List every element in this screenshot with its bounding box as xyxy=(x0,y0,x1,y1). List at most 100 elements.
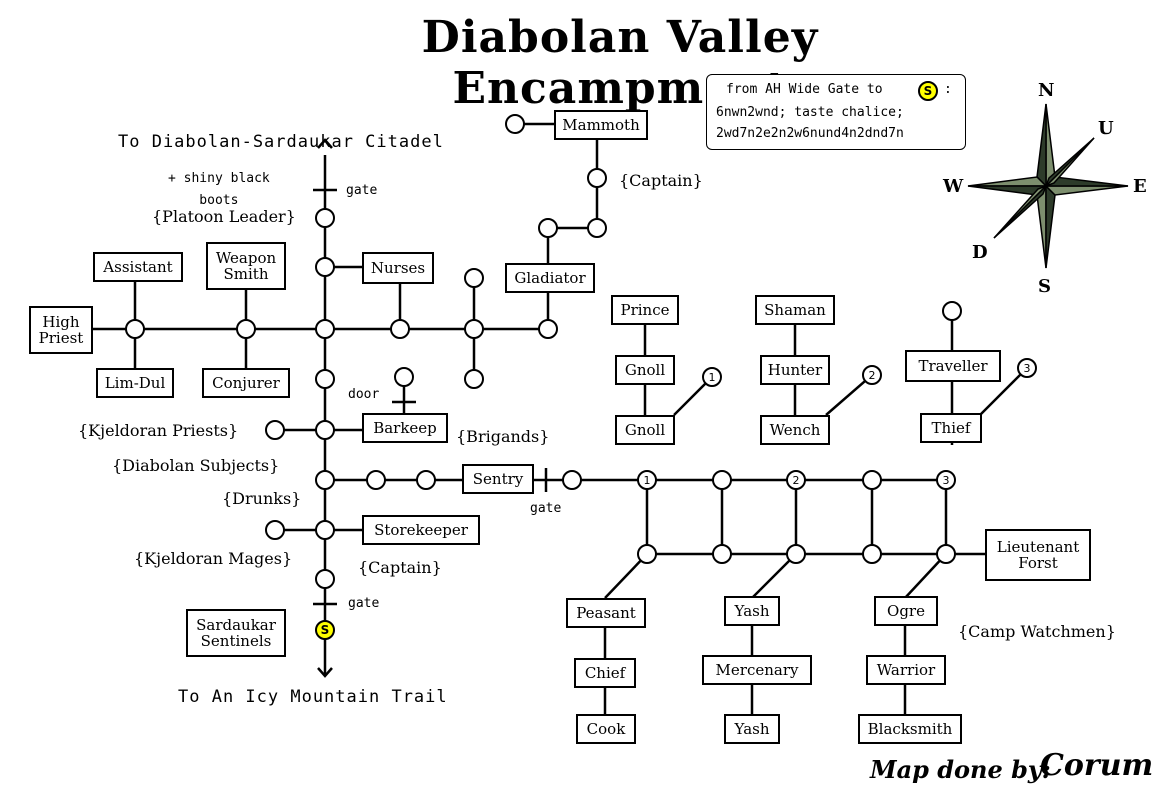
room-sardaukar-sentinels[interactable]: Sardaukar Sentinels xyxy=(186,609,286,657)
compass-north-label: N xyxy=(1038,80,1055,101)
node[interactable] xyxy=(315,319,335,339)
node[interactable] xyxy=(265,420,285,440)
room-yash-1[interactable]: Yash xyxy=(724,596,780,626)
compass-west-label: W xyxy=(943,176,964,197)
room-traveller[interactable]: Traveller xyxy=(905,350,1001,382)
room-cook[interactable]: Cook xyxy=(576,714,636,744)
room-ogre[interactable]: Ogre xyxy=(874,596,938,626)
node[interactable] xyxy=(942,301,962,321)
node[interactable] xyxy=(315,520,335,540)
node[interactable] xyxy=(315,569,335,589)
group-captain-top: {Captain} xyxy=(619,171,703,190)
room-sentry[interactable]: Sentry xyxy=(462,464,534,494)
node[interactable] xyxy=(416,470,436,490)
marker-2-corridor[interactable]: 2 xyxy=(786,470,806,490)
room-wench[interactable]: Wench xyxy=(760,415,830,445)
group-camp-watchmen: {Camp Watchmen} xyxy=(958,622,1116,641)
room-weapon-smith[interactable]: Weapon Smith xyxy=(206,242,286,290)
node[interactable] xyxy=(936,544,956,564)
marker-1-corridor[interactable]: 1 xyxy=(637,470,657,490)
node[interactable] xyxy=(394,367,414,387)
node[interactable] xyxy=(712,470,732,490)
room-lim-dul[interactable]: Lim-Dul xyxy=(96,368,174,398)
map-credit: Map done by: xyxy=(870,755,1051,784)
node[interactable] xyxy=(315,208,335,228)
room-lieutenant-forst[interactable]: Lieutenant Forst xyxy=(985,529,1091,581)
node[interactable] xyxy=(265,520,285,540)
node[interactable] xyxy=(464,319,484,339)
directions-start-marker: S xyxy=(918,81,938,101)
node[interactable] xyxy=(464,268,484,288)
note-gate-north: gate xyxy=(346,183,378,198)
node[interactable] xyxy=(315,470,335,490)
note-gate-south: gate xyxy=(348,596,380,611)
note-gate-east: gate xyxy=(530,501,562,516)
room-assistant[interactable]: Assistant xyxy=(93,252,183,282)
group-captain-bottom: {Captain} xyxy=(358,558,442,577)
marker-1-gnoll[interactable]: 1 xyxy=(702,367,722,387)
room-nurses[interactable]: Nurses xyxy=(362,252,434,284)
room-blacksmith[interactable]: Blacksmith xyxy=(858,714,962,744)
room-chief[interactable]: Chief xyxy=(574,658,636,688)
group-platoon-leader: {Platoon Leader} xyxy=(152,207,296,226)
node[interactable] xyxy=(538,319,558,339)
room-hunter[interactable]: Hunter xyxy=(760,355,830,385)
node[interactable] xyxy=(587,168,607,188)
room-peasant[interactable]: Peasant xyxy=(566,598,646,628)
node[interactable] xyxy=(315,420,335,440)
node[interactable] xyxy=(862,470,882,490)
node[interactable] xyxy=(315,257,335,277)
room-thief[interactable]: Thief xyxy=(920,413,982,443)
marker-2-wench[interactable]: 2 xyxy=(862,365,882,385)
directions-intro: from AH Wide Gate to xyxy=(726,82,883,97)
exit-north-label: To Diabolan-Sardaukar Citadel xyxy=(118,132,444,152)
directions-line-2: 2wd7n2e2n2w6nund4n2dnd7n xyxy=(716,126,904,141)
compass-down-label: D xyxy=(972,242,988,263)
node[interactable] xyxy=(786,544,806,564)
group-diabolan-subjects: {Diabolan Subjects} xyxy=(112,456,280,475)
room-mercenary[interactable]: Mercenary xyxy=(702,655,812,685)
node[interactable] xyxy=(366,470,386,490)
room-gnoll-1[interactable]: Gnoll xyxy=(615,355,675,385)
note-boots: + shiny black boots xyxy=(168,171,270,208)
room-high-priest[interactable]: High Priest xyxy=(29,306,93,354)
room-shaman[interactable]: Shaman xyxy=(755,295,835,325)
node[interactable] xyxy=(505,114,525,134)
group-kjeldoran-mages: {Kjeldoran Mages} xyxy=(134,549,293,568)
node[interactable] xyxy=(862,544,882,564)
group-drunks: {Drunks} xyxy=(222,489,302,508)
room-yash-2[interactable]: Yash xyxy=(724,714,780,744)
group-kjeldoran-priests: {Kjeldoran Priests} xyxy=(78,421,239,440)
node[interactable] xyxy=(712,544,732,564)
directions-line-1: 6nwn2wnd; taste chalice; xyxy=(716,105,904,120)
directions-colon: : xyxy=(944,82,952,97)
node[interactable] xyxy=(538,218,558,238)
node[interactable] xyxy=(390,319,410,339)
group-brigands: {Brigands} xyxy=(456,427,550,446)
start-marker[interactable]: S xyxy=(315,620,335,640)
room-prince[interactable]: Prince xyxy=(611,295,679,325)
room-gnoll-2[interactable]: Gnoll xyxy=(615,415,675,445)
room-barkeep[interactable]: Barkeep xyxy=(362,413,448,443)
marker-3-thief[interactable]: 3 xyxy=(1017,358,1037,378)
node[interactable] xyxy=(315,369,335,389)
node[interactable] xyxy=(637,544,657,564)
room-conjurer[interactable]: Conjurer xyxy=(202,368,290,398)
exit-south-label: To An Icy Mountain Trail xyxy=(178,687,448,707)
marker-3-corridor[interactable]: 3 xyxy=(936,470,956,490)
note-door: door xyxy=(348,387,380,402)
node[interactable] xyxy=(562,470,582,490)
author-signature: Corum xyxy=(1040,748,1154,783)
compass-east-label: E xyxy=(1133,176,1147,197)
room-storekeeper[interactable]: Storekeeper xyxy=(362,515,480,545)
node[interactable] xyxy=(125,319,145,339)
room-gladiator[interactable]: Gladiator xyxy=(505,263,595,293)
node[interactable] xyxy=(236,319,256,339)
room-warrior[interactable]: Warrior xyxy=(866,655,946,685)
compass-south-label: S xyxy=(1038,276,1051,297)
room-mammoth[interactable]: Mammoth xyxy=(554,110,648,140)
node[interactable] xyxy=(587,218,607,238)
node[interactable] xyxy=(464,369,484,389)
